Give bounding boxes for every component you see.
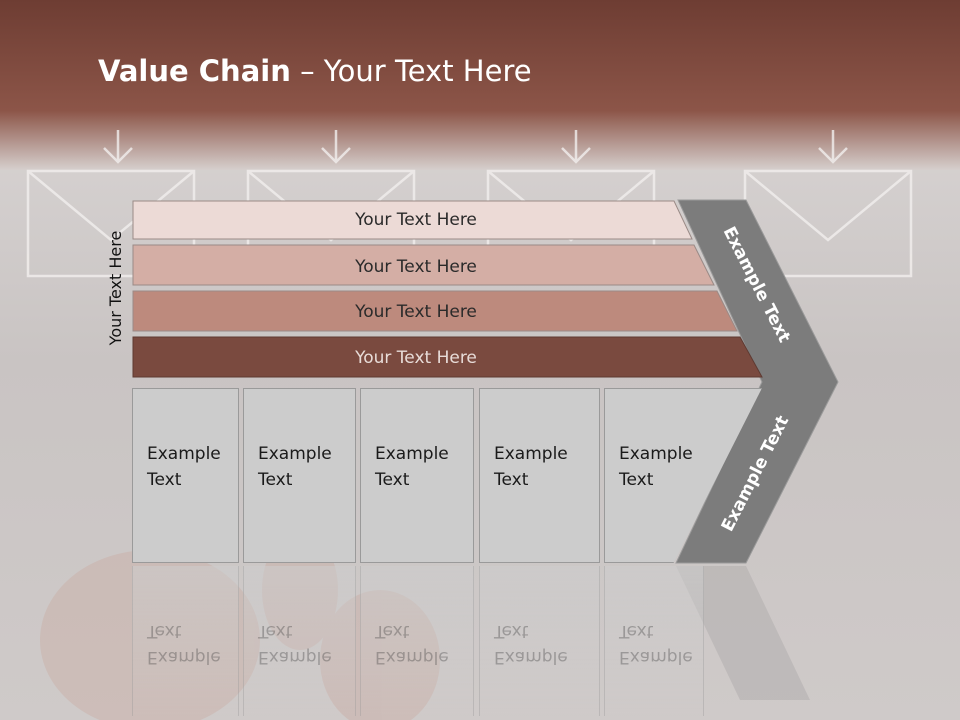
band-2 (132, 244, 715, 286)
title-bold: Value Chain (98, 54, 291, 88)
chevron-arrow (675, 199, 839, 564)
title-rest: – Your Text Here (290, 54, 532, 88)
band-4-label: Your Text Here (354, 348, 477, 368)
band-3-label: Your Text Here (354, 302, 477, 322)
band-2-label: Your Text Here (354, 257, 477, 277)
slide-title: Value Chain – Your Text Here (98, 54, 532, 88)
band-1 (132, 200, 693, 240)
band-3 (132, 290, 738, 332)
band-4 (132, 336, 763, 378)
chevron-reflection (676, 566, 810, 700)
band-1-label: Your Text Here (354, 210, 477, 230)
